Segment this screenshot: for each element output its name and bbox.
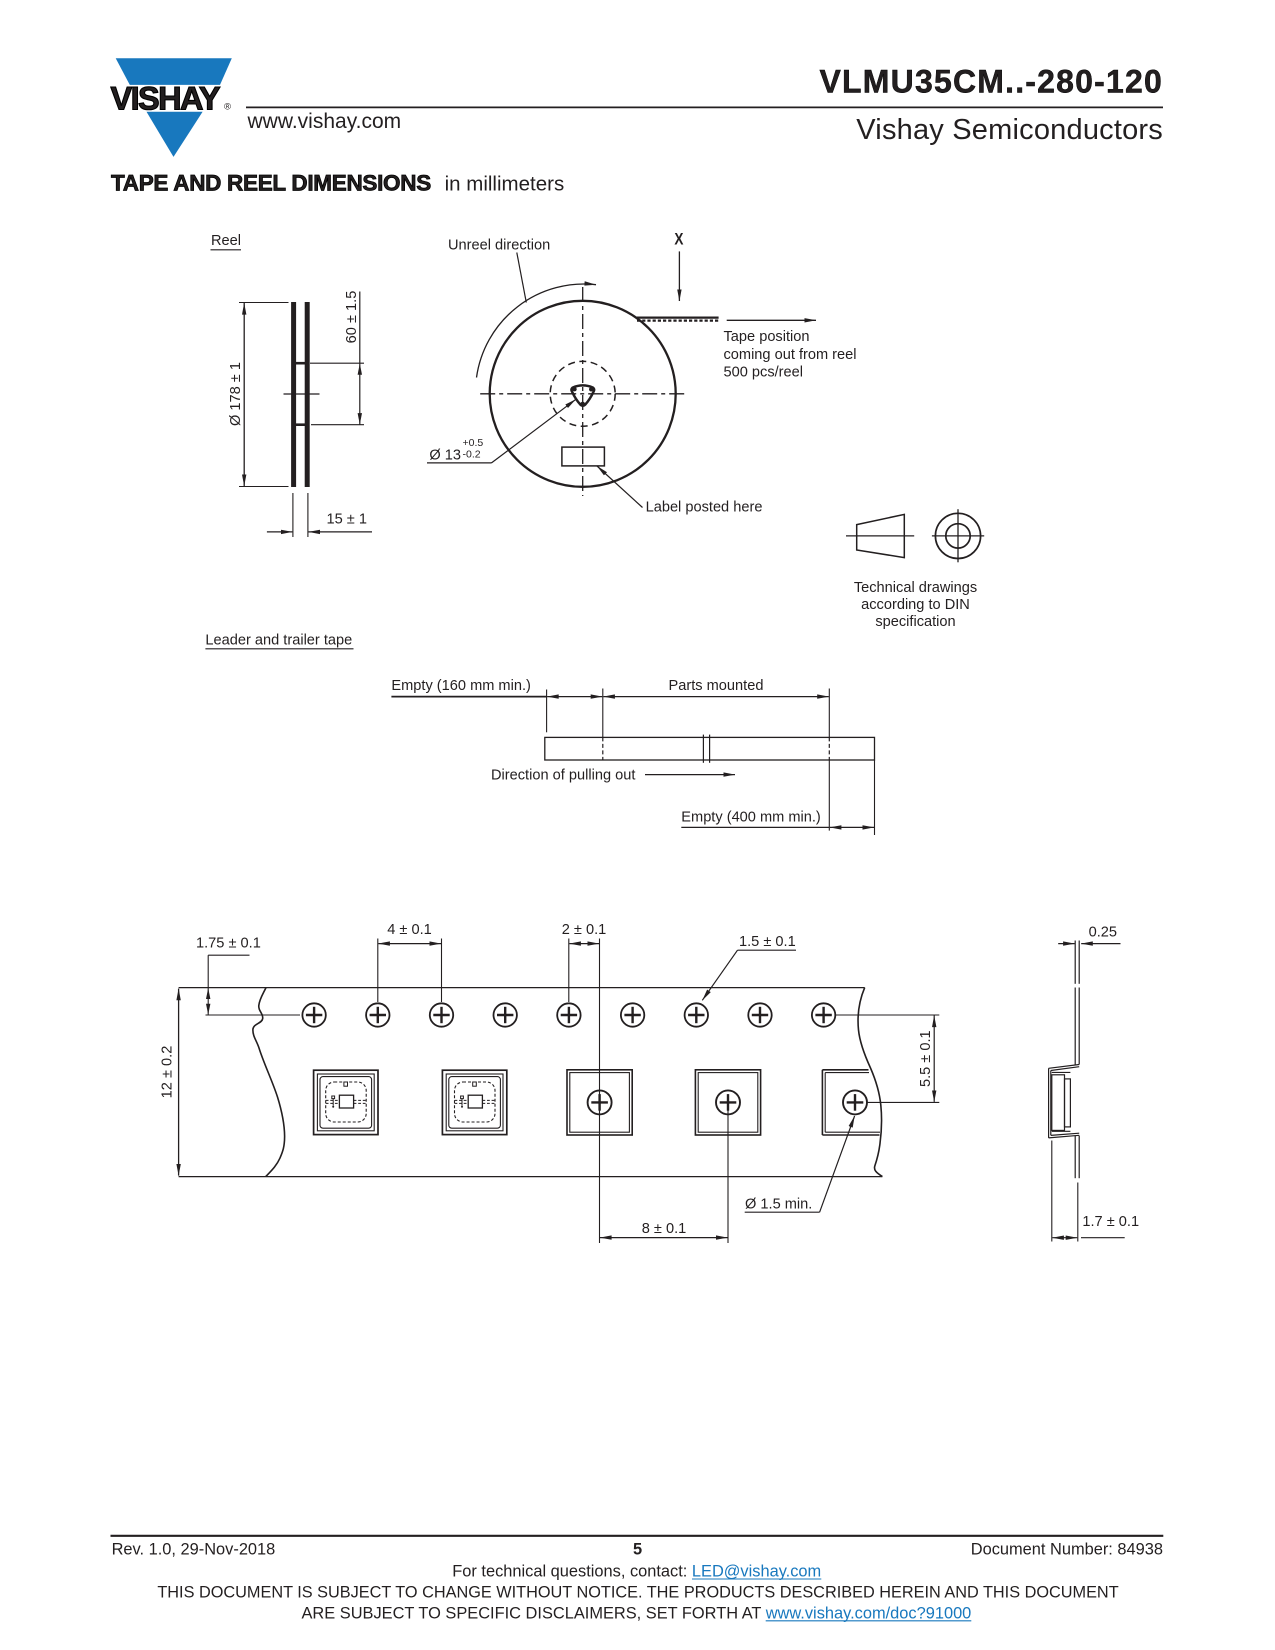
svg-text:Reel: Reel: [211, 233, 241, 249]
svg-text:®: ®: [224, 102, 231, 113]
svg-text:8 ± 0.1: 8 ± 0.1: [642, 1221, 687, 1237]
svg-text:Tape position: Tape position: [724, 329, 810, 345]
svg-text:+0.5: +0.5: [463, 437, 484, 449]
svg-text:in millimeters: in millimeters: [445, 173, 565, 196]
svg-text:0.25: 0.25: [1089, 925, 1117, 941]
svg-text:ARE SUBJECT TO SPECIFIC DISCLA: ARE SUBJECT TO SPECIFIC DISCLAIMERS, SET…: [302, 1604, 972, 1622]
svg-text:Empty (160 mm min.): Empty (160 mm min.): [391, 678, 530, 694]
svg-text:www.vishay.com: www.vishay.com: [247, 110, 402, 133]
svg-text:TAPE AND REEL DIMENSIONS: TAPE AND REEL DIMENSIONS: [111, 171, 431, 196]
svg-text:Leader and trailer tape: Leader and trailer tape: [205, 633, 352, 649]
svg-text:Parts mounted: Parts mounted: [669, 678, 764, 694]
svg-text:Label posted here: Label posted here: [646, 500, 763, 516]
svg-text:specification: specification: [875, 614, 955, 630]
svg-text:4 ± 0.1: 4 ± 0.1: [387, 922, 432, 938]
svg-text:Empty (400 mm min.): Empty (400 mm min.): [681, 810, 820, 826]
svg-text:2 ± 0.1: 2 ± 0.1: [562, 922, 607, 938]
svg-text:Ø 1.5 min.: Ø 1.5 min.: [745, 1197, 812, 1213]
svg-text:THIS DOCUMENT IS SUBJECT TO CH: THIS DOCUMENT IS SUBJECT TO CHANGE WITHO…: [157, 1584, 1118, 1602]
svg-text:Vishay Semiconductors: Vishay Semiconductors: [856, 114, 1163, 146]
svg-text:Ø 178 ± 1: Ø 178 ± 1: [228, 362, 244, 426]
svg-text:coming out from reel: coming out from reel: [724, 347, 857, 363]
svg-text:-0.2: -0.2: [463, 449, 481, 461]
svg-text:500 pcs/reel: 500 pcs/reel: [724, 365, 804, 381]
svg-text:For technical questions, conta: For technical questions, contact: LED@vi…: [452, 1562, 821, 1580]
svg-text:Ø 13: Ø 13: [429, 448, 461, 464]
svg-text:according to DIN: according to DIN: [861, 597, 970, 613]
svg-text:5.5 ± 0.1: 5.5 ± 0.1: [918, 1030, 934, 1087]
svg-text:Rev. 1.0, 29-Nov-2018: Rev. 1.0, 29-Nov-2018: [112, 1541, 276, 1559]
svg-text:15 ± 1: 15 ± 1: [327, 511, 367, 527]
svg-text:Technical drawings: Technical drawings: [854, 580, 977, 596]
svg-text:1.7 ± 0.1: 1.7 ± 0.1: [1082, 1214, 1139, 1230]
svg-text:VLMU35CM..-280-120: VLMU35CM..-280-120: [820, 64, 1164, 100]
svg-text:Document Number: 84938: Document Number: 84938: [971, 1541, 1163, 1559]
svg-text:5: 5: [633, 1541, 642, 1559]
svg-text:12 ± 0.2: 12 ± 0.2: [160, 1046, 176, 1099]
svg-text:X: X: [674, 230, 684, 249]
svg-text:VISHAY: VISHAY: [111, 81, 221, 117]
svg-text:1.75 ± 0.1: 1.75 ± 0.1: [196, 936, 261, 952]
svg-text:Unreel direction: Unreel direction: [448, 237, 550, 253]
svg-text:60 ± 1.5: 60 ± 1.5: [344, 291, 360, 344]
svg-text:1.5 ± 0.1: 1.5 ± 0.1: [739, 934, 796, 950]
svg-text:Direction of pulling out: Direction of pulling out: [491, 768, 635, 784]
